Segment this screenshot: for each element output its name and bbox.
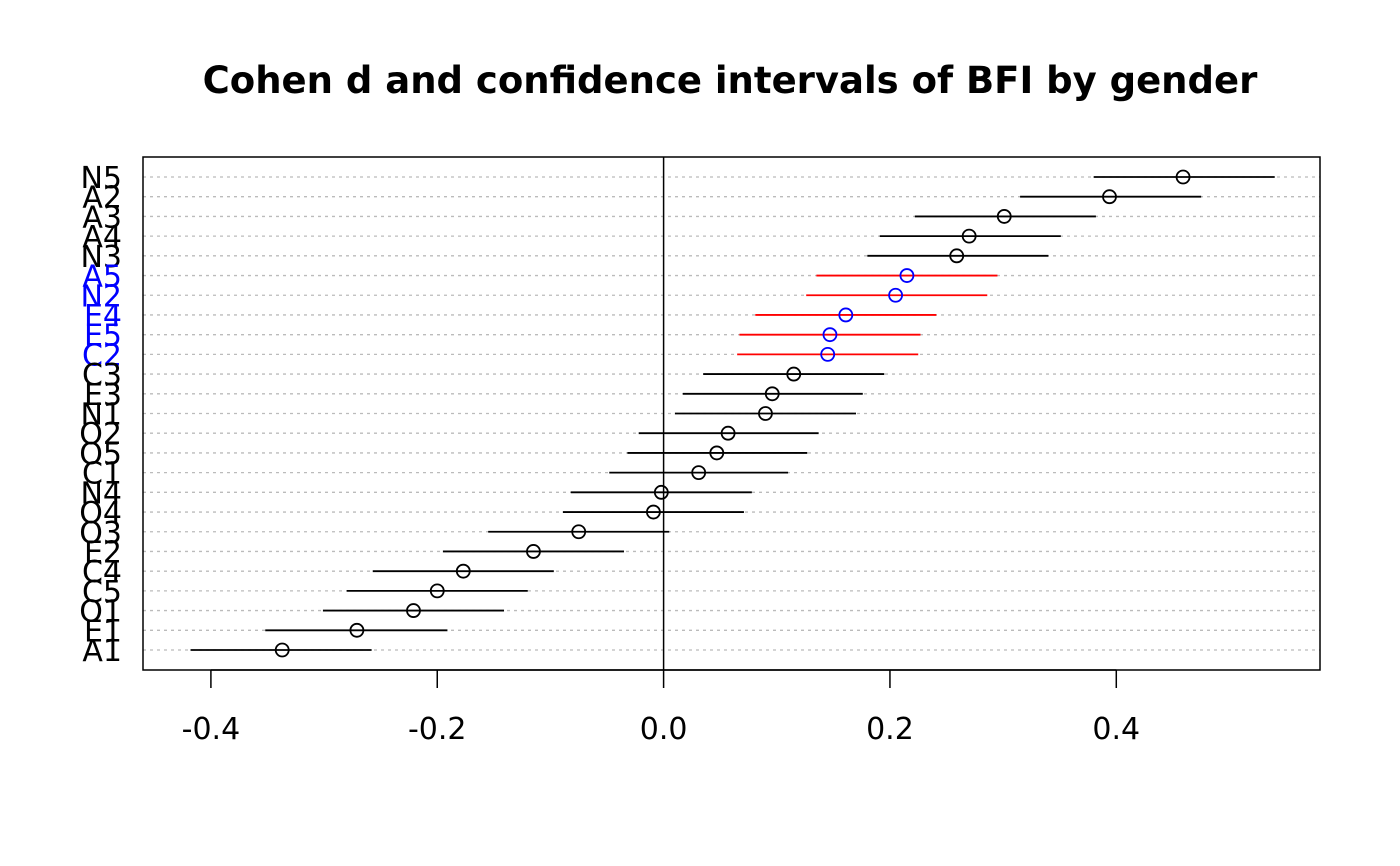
effect-size-point xyxy=(820,346,836,362)
effect-size-point xyxy=(406,603,421,618)
effect-size-point xyxy=(996,209,1012,224)
effect-size-point xyxy=(526,544,541,559)
effect-size-point xyxy=(786,366,802,382)
effect-size-point xyxy=(571,524,587,540)
category-label: C1 xyxy=(82,457,122,492)
category-label: E4 xyxy=(84,299,122,334)
category-label: C4 xyxy=(82,555,122,590)
effect-size-point xyxy=(691,465,707,481)
category-label: N1 xyxy=(80,398,122,433)
category-label: N4 xyxy=(80,476,122,511)
category-label: N2 xyxy=(80,279,122,314)
effect-size-point xyxy=(429,583,445,599)
effect-size-point xyxy=(653,484,669,500)
category-label: N5 xyxy=(80,161,122,196)
x-axis: -0.4 -0.2 0.0 0.2 0.4 xyxy=(182,669,1140,747)
effect-size-point xyxy=(888,287,904,303)
point-layer xyxy=(274,169,1191,658)
category-label: A5 xyxy=(82,260,122,295)
category-label: E1 xyxy=(84,614,122,649)
category-label: A4 xyxy=(82,220,122,255)
interval-layer xyxy=(190,176,1275,651)
category-label: A1 xyxy=(82,634,122,669)
effect-size-point xyxy=(758,406,773,421)
category-label: E3 xyxy=(84,378,122,413)
effect-size-point xyxy=(1102,189,1117,205)
effect-size-point xyxy=(1175,169,1191,185)
effect-size-point xyxy=(720,425,736,441)
category-label: O1 xyxy=(79,595,122,630)
category-label: O4 xyxy=(79,496,122,531)
effect-size-point xyxy=(764,386,780,402)
effect-size-point xyxy=(899,268,915,283)
category-label: C2 xyxy=(82,338,122,373)
category-label: N3 xyxy=(80,240,122,275)
category-label-layer: N5A2A3A4N3A5N2E4E5C2C3E3N1O2O5C1N4O4O3E2… xyxy=(79,161,122,669)
effect-size-point xyxy=(455,563,471,579)
x-tick-label: 0.0 xyxy=(640,712,688,747)
effect-size-point xyxy=(822,327,838,343)
effect-size-point xyxy=(646,504,661,520)
effect-size-point xyxy=(274,642,290,658)
chart-title: Cohen d and confidence intervals of BFI … xyxy=(203,59,1258,102)
effect-size-point xyxy=(949,248,965,264)
x-tick-label: 0.4 xyxy=(1092,712,1140,747)
effect-size-point xyxy=(961,228,977,244)
category-label: E2 xyxy=(84,535,122,570)
category-label: O2 xyxy=(79,417,122,452)
x-tick-label: -0.4 xyxy=(182,712,241,747)
x-tick-label: -0.2 xyxy=(408,712,467,747)
effect-size-point xyxy=(349,622,365,638)
category-label: A3 xyxy=(82,200,122,235)
category-label: O3 xyxy=(79,516,122,551)
category-label: C3 xyxy=(82,358,122,393)
effect-size-point xyxy=(709,445,725,461)
category-label: O5 xyxy=(79,437,122,472)
effect-size-point xyxy=(838,307,854,323)
category-label: E5 xyxy=(84,319,122,354)
category-label: A2 xyxy=(82,181,122,216)
category-label: C5 xyxy=(82,575,122,610)
x-tick-label: 0.2 xyxy=(866,712,914,747)
